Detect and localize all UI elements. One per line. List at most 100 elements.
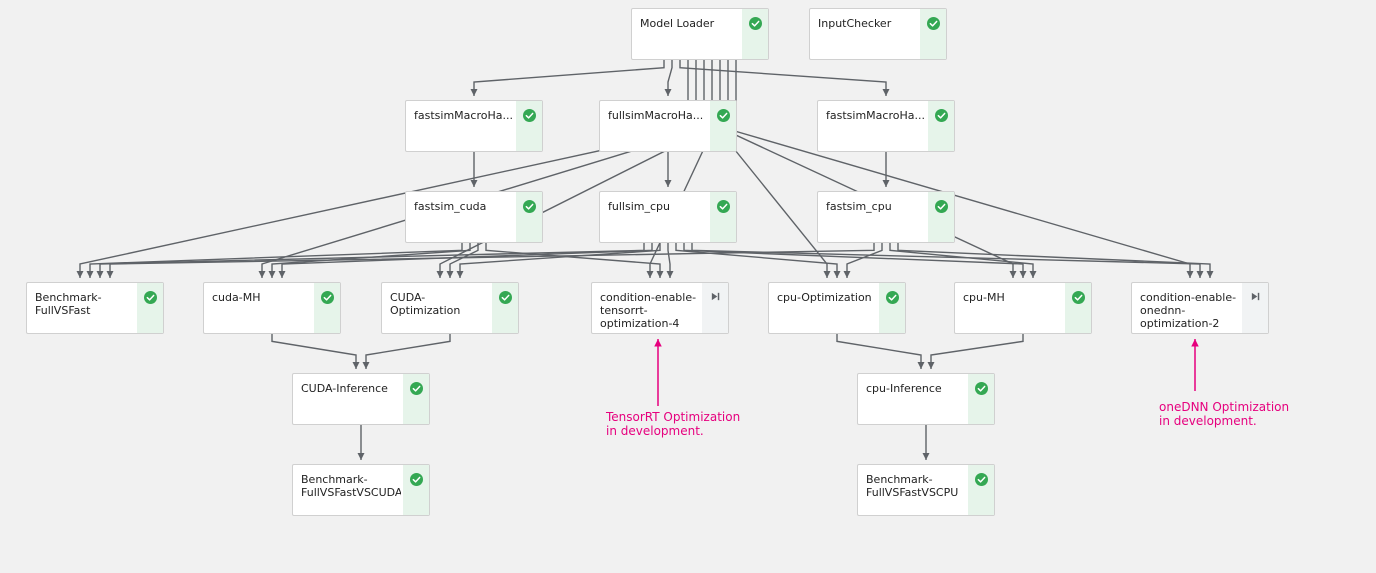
status-succeeded	[968, 374, 994, 424]
status-skipped	[1242, 283, 1268, 333]
node-fullsim-cpu[interactable]: fullsim_cpu	[599, 191, 737, 243]
edge-fastsim-cuda-to-cuda-mh	[268, 243, 471, 278]
node-benchmark-fullvsfast[interactable]: Benchmark- FullVSFast	[26, 282, 164, 334]
node-cpu-mh[interactable]: cpu-MH	[954, 282, 1092, 334]
check-circle-icon	[926, 17, 940, 30]
status-succeeded	[742, 9, 768, 59]
edge-model-loader-to-fullsim-macro	[664, 60, 673, 96]
node-label: Model Loader	[640, 17, 715, 30]
node-benchmark-cpu[interactable]: Benchmark- FullVSFastVSCPU	[857, 464, 995, 516]
check-circle-icon	[716, 200, 730, 213]
node-label: fullsimMacroHa...	[608, 109, 704, 122]
status-succeeded	[928, 101, 954, 151]
status-succeeded	[968, 465, 994, 515]
edge-fastsim-cpu-to-cpu-optimization	[843, 243, 883, 278]
edge-cuda-mh-to-cuda-inference	[271, 334, 360, 369]
status-succeeded	[710, 101, 736, 151]
edge-model-loader-to-fastsim-macro-1	[470, 60, 665, 96]
node-cuda-optimization[interactable]: CUDA- Optimization	[381, 282, 519, 334]
node-fastsim-cuda[interactable]: fastsim_cuda	[405, 191, 543, 243]
edge-fullsim-cpu-to-cuda-mh	[278, 243, 653, 278]
node-label: cpu-Inference	[866, 382, 942, 395]
check-circle-icon	[498, 291, 512, 304]
edge-fullsim-cpu-to-cuda-optimization	[456, 243, 661, 278]
check-circle-icon	[522, 109, 536, 122]
node-label: condition-enable- tensorrt- optimization…	[600, 291, 697, 330]
node-cuda-mh[interactable]: cuda-MH	[203, 282, 341, 334]
node-fullsim-macro[interactable]: fullsimMacroHa...	[599, 100, 737, 152]
skip-next-icon	[1251, 292, 1259, 301]
edge-model-loader-to-cpu-mh	[727, 60, 1017, 278]
node-cpu-inference[interactable]: cpu-Inference	[857, 373, 995, 425]
check-circle-icon	[522, 200, 536, 213]
edge-cpu-mh-to-cpu-inference	[927, 334, 1024, 369]
status-succeeded	[928, 192, 954, 242]
node-fastsim-macro-1[interactable]: fastsimMacroHa...	[405, 100, 543, 152]
node-fastsim-cpu[interactable]: fastsim_cpu	[817, 191, 955, 243]
status-succeeded	[1065, 283, 1091, 333]
edge-model-loader-to-cuda-optimization	[436, 60, 705, 278]
check-circle-icon	[409, 473, 423, 486]
edge-fullsim-cpu-to-cpu-optimization	[675, 243, 841, 278]
node-label: InputChecker	[818, 17, 892, 30]
node-label: fastsim_cpu	[826, 200, 892, 213]
status-succeeded	[516, 101, 542, 151]
status-succeeded	[403, 374, 429, 424]
status-succeeded	[403, 465, 429, 515]
check-circle-icon	[1071, 291, 1085, 304]
status-succeeded	[710, 192, 736, 242]
edge-fastsim-cpu-to-benchmark-fullvsfast	[106, 243, 875, 278]
edge-model-loader-to-benchmark-fullvsfast	[76, 60, 689, 278]
node-label: CUDA- Optimization	[390, 291, 461, 317]
check-circle-icon	[934, 200, 948, 213]
status-succeeded	[516, 192, 542, 242]
node-label: Benchmark- FullVSFastVSCUDA	[301, 473, 401, 499]
edge-fastsim-cuda-to-condition-tensorrt	[485, 243, 664, 278]
edge-fastsim-cuda-to-benchmark-fullvsfast	[86, 243, 463, 278]
edge-fastsim-cpu-to-condition-onednn	[897, 243, 1214, 278]
skip-next-icon	[711, 292, 719, 301]
edge-fastsim-cuda-to-cuda-optimization	[446, 243, 479, 278]
check-circle-icon	[974, 382, 988, 395]
check-circle-icon	[934, 109, 948, 122]
check-circle-icon	[748, 17, 762, 30]
status-succeeded	[137, 283, 163, 333]
node-benchmark-cuda[interactable]: Benchmark- FullVSFastVSCUDA	[292, 464, 430, 516]
check-circle-icon	[716, 109, 730, 122]
node-label: cpu-MH	[963, 291, 1005, 304]
edge-model-loader-to-cpu-optimization	[719, 60, 831, 278]
node-label: CUDA-Inference	[301, 382, 388, 395]
node-model-loader[interactable]: Model Loader	[631, 8, 769, 60]
edge-fastsim-cpu-to-cpu-mh	[889, 243, 1037, 278]
check-circle-icon	[974, 473, 988, 486]
check-circle-icon	[320, 291, 334, 304]
annotation-tensorrt-note: TensorRT Optimization in development.	[606, 410, 741, 438]
edge-fullsim-cpu-to-condition-onednn	[691, 243, 1204, 278]
annotation-onednn-note: oneDNN Optimization in development.	[1159, 400, 1290, 428]
edge-fullsim-cpu-to-cpu-mh	[683, 243, 1027, 278]
edge-model-loader-to-condition-tensorrt	[646, 60, 713, 278]
edge-cuda-optimization-to-cuda-inference	[362, 334, 451, 369]
node-cuda-inference[interactable]: CUDA-Inference	[292, 373, 430, 425]
node-label: cuda-MH	[212, 291, 261, 304]
edge-fullsim-cpu-to-condition-tensorrt	[666, 243, 674, 278]
node-cpu-optimization[interactable]: cpu-Optimization	[768, 282, 906, 334]
node-label: Benchmark- FullVSFast	[35, 291, 102, 317]
node-label: condition-enable- onednn- optimization-2	[1140, 291, 1237, 330]
check-circle-icon	[885, 291, 899, 304]
edge-cpu-optimization-to-cpu-inference	[836, 334, 925, 369]
node-condition-onednn[interactable]: condition-enable- onednn- optimization-2	[1131, 282, 1269, 334]
node-fastsim-macro-2[interactable]: fastsimMacroHa...	[817, 100, 955, 152]
status-succeeded	[492, 283, 518, 333]
status-succeeded	[879, 283, 905, 333]
check-circle-icon	[143, 291, 157, 304]
status-succeeded	[314, 283, 340, 333]
node-input-checker[interactable]: InputChecker	[809, 8, 947, 60]
node-label: fastsimMacroHa...	[414, 109, 513, 122]
node-label: fastsimMacroHa...	[826, 109, 925, 122]
edge-model-loader-to-fastsim-macro-2	[679, 60, 890, 96]
node-condition-tensorrt[interactable]: condition-enable- tensorrt- optimization…	[591, 282, 729, 334]
status-skipped	[702, 283, 728, 333]
